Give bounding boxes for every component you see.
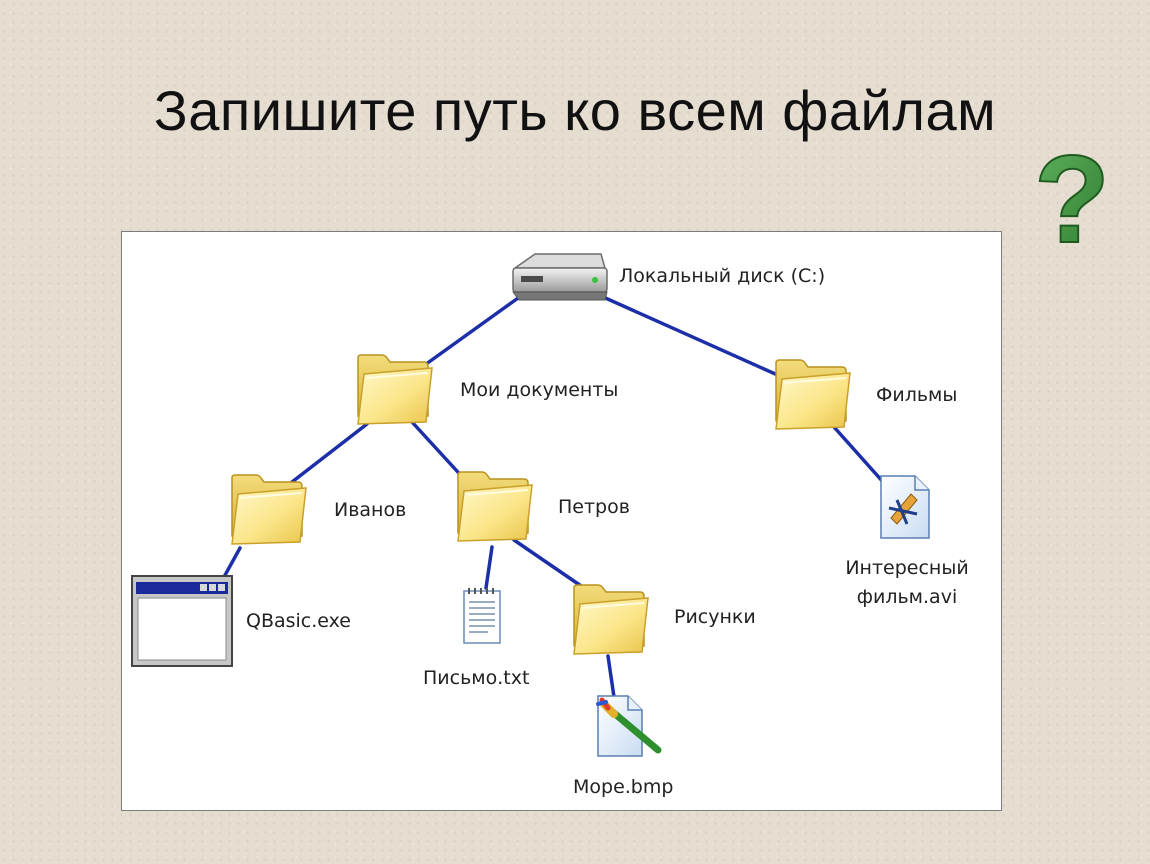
sea-label: Море.bmp bbox=[573, 776, 674, 798]
folder-icon[interactable] bbox=[772, 357, 852, 433]
folder-icon[interactable] bbox=[228, 472, 308, 548]
link-disk-mydocs bbox=[420, 286, 534, 369]
petrov-label: Петров bbox=[558, 496, 630, 518]
link-pictures-sea bbox=[606, 654, 616, 699]
movie-label-line2: фильм.avi bbox=[856, 586, 958, 608]
link-ivanov-qbasic bbox=[222, 546, 242, 579]
text-document-icon[interactable] bbox=[460, 585, 506, 647]
svg-text:?: ? bbox=[1034, 146, 1110, 250]
question-mark-icon[interactable]: ? bbox=[1030, 146, 1114, 250]
link-petrov-pictures bbox=[512, 538, 589, 592]
application-window-icon[interactable] bbox=[130, 574, 236, 670]
folder-icon[interactable] bbox=[354, 352, 434, 428]
folder-icon[interactable] bbox=[454, 469, 534, 545]
link-petrov-letter bbox=[484, 545, 494, 590]
pictures-label: Рисунки bbox=[674, 606, 756, 628]
slide-title: Запишите путь ко всем файлам bbox=[153, 79, 997, 142]
letter-label: Письмо.txt bbox=[423, 667, 530, 689]
disk-label: Локальный диск (C:) bbox=[619, 265, 826, 287]
films-label: Фильмы bbox=[876, 384, 958, 406]
link-mydocs-petrov bbox=[410, 420, 469, 484]
link-disk-films bbox=[590, 290, 784, 379]
folder-icon[interactable] bbox=[570, 582, 650, 658]
movie-label-line1: Интересный bbox=[845, 557, 969, 579]
my-documents-label: Мои документы bbox=[460, 379, 619, 401]
tree-links bbox=[222, 286, 894, 699]
qbasic-label: QBasic.exe bbox=[246, 610, 352, 632]
link-mydocs-ivanov bbox=[290, 422, 369, 484]
video-file-icon[interactable] bbox=[877, 474, 933, 540]
file-tree-panel: Локальный диск (C:) Мои документы Фильмы… bbox=[121, 231, 1002, 811]
image-file-icon[interactable] bbox=[594, 694, 664, 760]
hard-drive-icon[interactable] bbox=[505, 250, 609, 304]
ivanov-label: Иванов bbox=[334, 499, 407, 521]
